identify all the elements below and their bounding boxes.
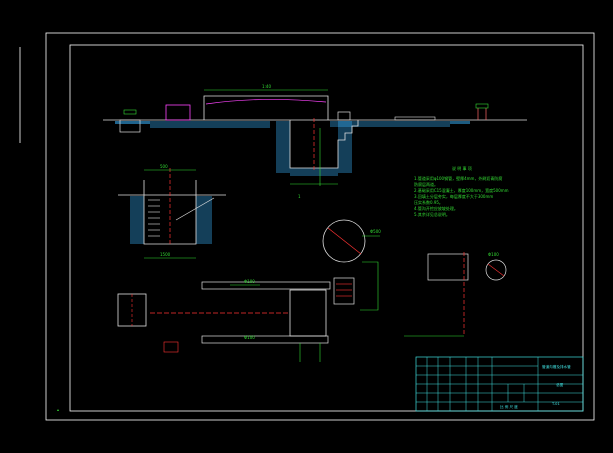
pipe-lower	[201, 335, 329, 344]
detail-box	[427, 253, 469, 281]
shaft-hatch-right	[196, 196, 212, 244]
detail-circle	[485, 259, 507, 281]
notes-line-1: 1.管道采用φ100钢管，壁厚4mm，外刷沥青防腐	[414, 175, 502, 181]
left-pit	[119, 119, 141, 133]
junction-inner	[333, 277, 355, 305]
roof-curve	[205, 99, 327, 105]
trench-small-mark: 1	[298, 194, 301, 199]
notes-block: 说 明 事 项 1.管道采用φ100钢管，壁厚4mm，外刷沥青防腐 防腐层两道。…	[414, 165, 509, 217]
profile-elevation: 1:40 1	[103, 84, 527, 199]
manhole-circle	[322, 219, 366, 263]
origin-marker: ▴	[57, 407, 59, 412]
junction-steps	[336, 283, 352, 297]
building-block	[165, 104, 191, 121]
span-dim-label: 1:40	[262, 84, 271, 89]
shaft-ladder	[148, 199, 160, 237]
shaft-hatch-left	[130, 196, 144, 244]
right-detail: Φ100	[404, 252, 507, 337]
detail-label: Φ100	[488, 252, 499, 257]
roof-outline	[203, 95, 329, 120]
shaft-section: 500 1500	[118, 164, 226, 259]
right-structure	[337, 111, 351, 121]
detail-circle-mark	[487, 263, 505, 277]
right-post-cap	[475, 103, 489, 109]
notes-line-2: 防腐层两道。	[414, 181, 438, 187]
manhole-plan: Φ500	[322, 219, 381, 311]
pipe-lower-label: Φ100	[244, 335, 255, 340]
manhole-diagonal	[327, 227, 362, 255]
sheet-code: T-01	[551, 402, 560, 406]
title-block: 管道沟槽及排水管 总图 T-01 比 例 尺 度	[415, 356, 584, 412]
notes-line-4: 3.回填土分层夯实，每层厚度不大于300mm	[414, 193, 493, 199]
left-pit-top	[123, 109, 137, 115]
drawing-title: 管道沟槽及排水管	[542, 364, 571, 369]
title-block-grid	[416, 357, 583, 411]
shaft-top-dim-label: 500	[160, 164, 168, 169]
notes-line-5: 压实系数0.95。	[414, 199, 443, 205]
manhole-dim	[360, 261, 379, 311]
notes-heading: 说 明 事 项	[452, 165, 472, 171]
shaft-bottom-dim-label: 1500	[160, 252, 171, 257]
small-valve-box	[163, 341, 179, 353]
pipe-upper	[201, 281, 331, 290]
shaft-diagonal	[175, 197, 215, 221]
pipe-upper-label: Φ100	[244, 279, 255, 284]
notes-line-7: 5.其余详见总说明。	[414, 211, 450, 217]
sheet-label: 总图	[556, 382, 564, 387]
ground-hatch	[115, 121, 470, 176]
pipe-plan: Φ100 Φ100	[117, 277, 355, 362]
manhole-label: Φ500	[370, 229, 381, 234]
scale-row: 比 例 尺 度	[500, 404, 518, 409]
junction-box	[289, 289, 327, 337]
notes-line-3: 2.基础采用C15混凝土，厚度100mm，宽度500mm	[414, 187, 509, 193]
inner-frame	[69, 44, 584, 412]
notes-line-6: 4.管沟开挖应放坡处理。	[414, 205, 458, 211]
outer-frame	[45, 32, 595, 421]
right-slab	[394, 116, 436, 121]
